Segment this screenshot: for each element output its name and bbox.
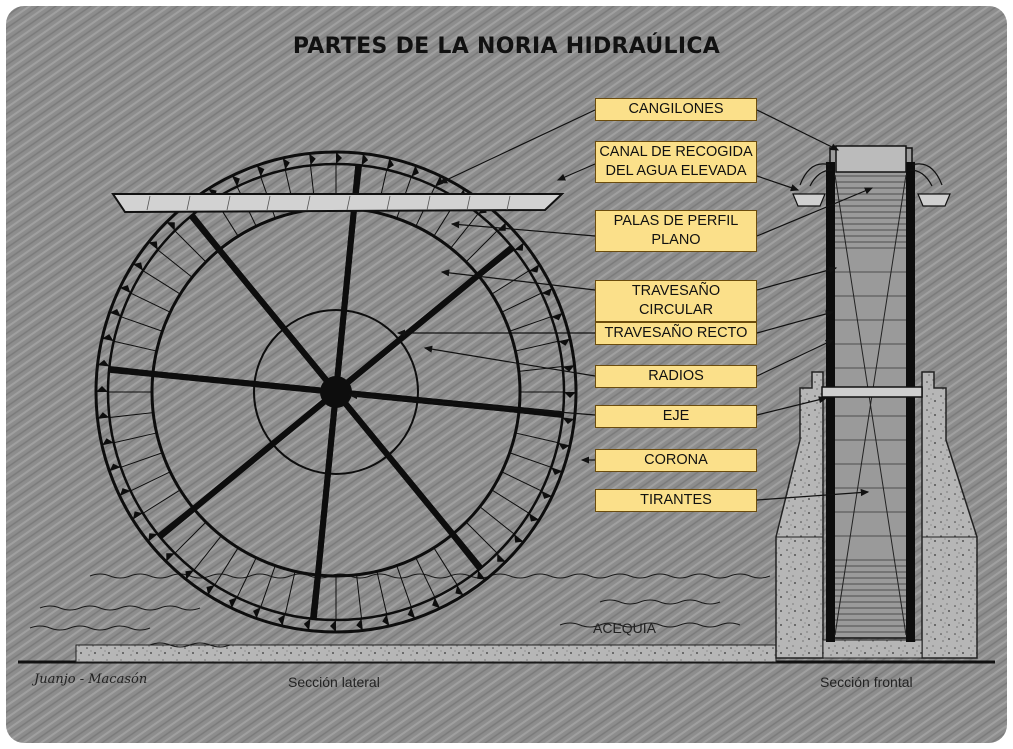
author-signature: Juanjo - Macasón (34, 672, 148, 687)
label-radios: RADIOS (595, 365, 757, 388)
caption-side-section: Sección lateral (288, 674, 380, 690)
front-section (775, 145, 978, 659)
label-palas: PALAS DE PERFIL PLANO (595, 210, 757, 252)
label-cangilones: CANGILONES (595, 98, 757, 121)
diagram-title: PARTES DE LA NORIA HIDRAÚLICA (292, 34, 721, 59)
acequia-channel (75, 644, 777, 663)
label-travesano-recto: TRAVESAÑO RECTO (595, 322, 757, 345)
leader-lines (348, 109, 874, 501)
water-wheel (94, 150, 578, 634)
label-travesano-circular: TRAVESAÑO CIRCULAR (595, 280, 757, 322)
label-eje: EJE (595, 405, 757, 428)
label-canal-recogida: CANAL DE RECOGIDA DEL AGUA ELEVADA (595, 141, 757, 183)
collecting-channel (111, 193, 565, 214)
caption-acequia: ACEQUIA (593, 620, 657, 636)
label-tirantes: TIRANTES (595, 489, 757, 512)
caption-front-section: Sección frontal (820, 674, 913, 690)
label-corona: CORONA (595, 449, 757, 472)
